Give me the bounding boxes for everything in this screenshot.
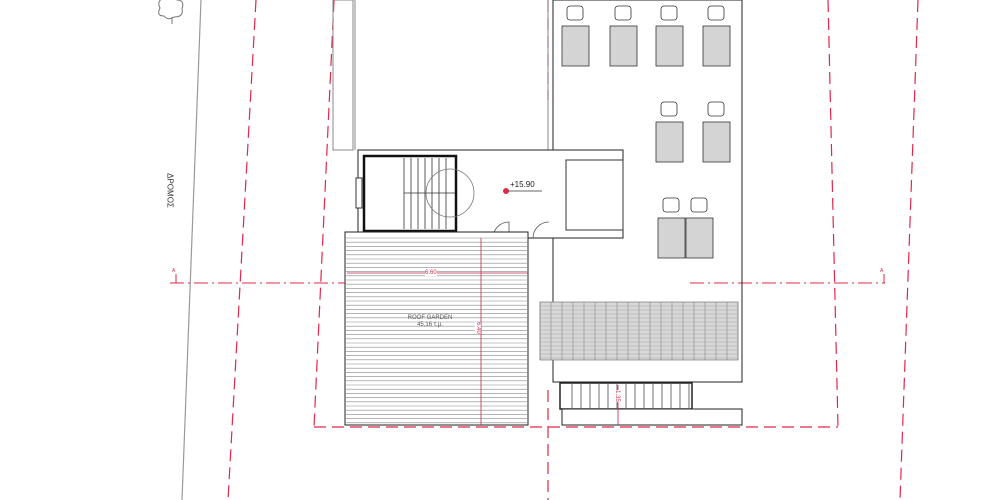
lower-landing: [561, 408, 743, 426]
stair-treads: [403, 158, 455, 229]
roof-garden-area-text: 45,16 τ.μ.: [417, 322, 443, 328]
street-label: ΔΡΟΜΟΣ: [165, 173, 175, 208]
level-marker-icon: [503, 188, 509, 194]
dimension-depth: 6.40: [474, 322, 481, 334]
beds: [561, 5, 731, 259]
adjacent-wall: [332, 0, 354, 151]
dimension-width: 6.60: [425, 270, 437, 276]
window: [355, 177, 363, 209]
section-marker-right: A: [880, 268, 884, 274]
stair-swing-circle: [425, 168, 475, 218]
stairwell: [362, 154, 458, 233]
bed-icon: [609, 5, 638, 67]
elevator-shaft: [565, 159, 624, 231]
bed-icon: [702, 5, 731, 67]
roof-garden-name: ROOF GARDEN: [407, 315, 453, 321]
dimension-stair: 1.35: [613, 390, 620, 402]
solar-panels: [539, 301, 739, 361]
bed-icon: [702, 101, 731, 163]
level-marker-text: +15.90: [510, 180, 535, 189]
bed-icon: [655, 5, 684, 67]
section-marker-left: A: [172, 268, 176, 274]
bed-icon: [655, 101, 684, 163]
roof-garden-decking: [346, 237, 527, 424]
bed-icon: [561, 5, 590, 67]
stair-enclosure: [357, 149, 624, 239]
bed-icon: [685, 197, 714, 259]
street-edge-line: [181, 0, 202, 500]
tree-icon: [158, 0, 184, 24]
bed-icon: [657, 197, 686, 259]
roof-garden-area: [344, 231, 529, 426]
